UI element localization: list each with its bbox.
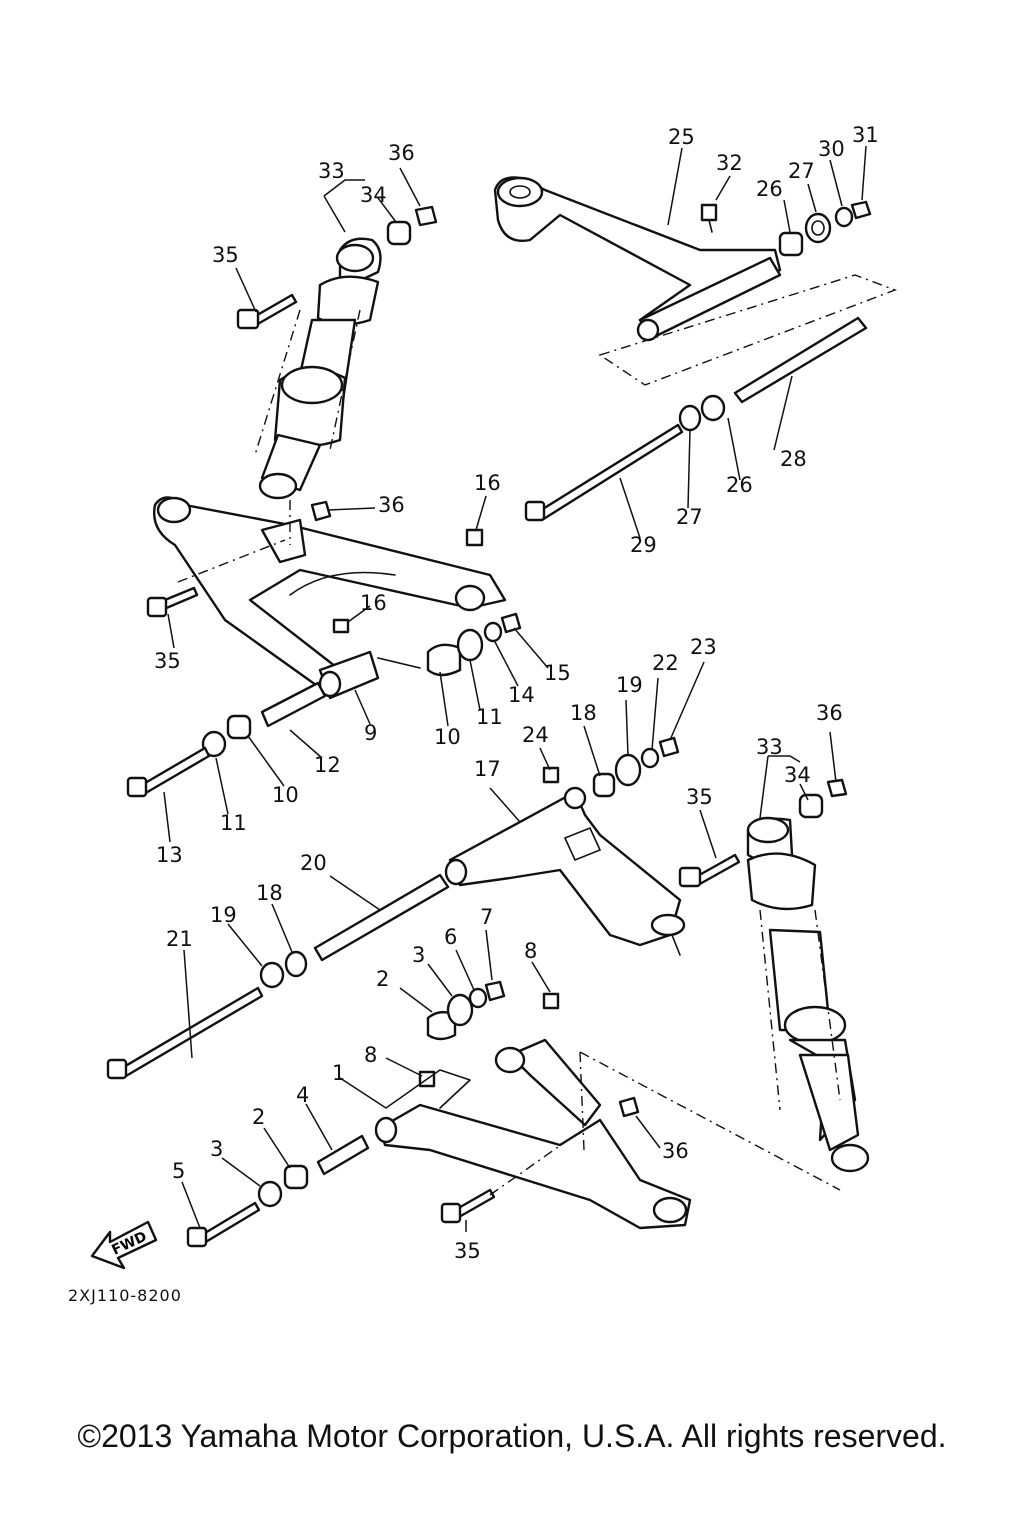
callout: 27 (676, 505, 703, 529)
callout: 4 (296, 1083, 309, 1107)
callout: 29 (630, 533, 657, 557)
callout: 27 (788, 159, 815, 183)
callout: 11 (220, 811, 247, 835)
callout: 28 (780, 447, 807, 471)
callout: 35 (154, 649, 181, 673)
callout: 33 (318, 159, 345, 183)
callout: 21 (166, 927, 193, 951)
upper-left-arm (126, 496, 522, 798)
callout: 25 (668, 125, 695, 149)
copyright-text: ©2013 Yamaha Motor Corporation, U.S.A. A… (77, 1418, 947, 1454)
callout: 3 (210, 1137, 223, 1161)
callout: 32 (716, 151, 743, 175)
callout: 18 (256, 881, 283, 905)
callout: 26 (756, 177, 783, 201)
callout: 23 (690, 635, 717, 659)
callout: 22 (652, 651, 679, 675)
callout: 20 (300, 851, 327, 875)
callout: 2 (252, 1105, 265, 1129)
callout: 14 (508, 683, 535, 707)
callout: 36 (388, 141, 415, 165)
upper-right-arm (493, 176, 897, 386)
callout: 35 (686, 785, 713, 809)
callout: 6 (444, 925, 457, 949)
leader-lines (163, 145, 867, 1232)
callout: 13 (156, 843, 183, 867)
callout: 16 (360, 591, 387, 615)
lower-right-arm (106, 736, 686, 1080)
callout: 36 (816, 701, 843, 725)
callout: 2 (376, 967, 389, 991)
callout: 16 (474, 471, 501, 495)
callout: 26 (726, 473, 753, 497)
callout: 5 (172, 1159, 185, 1183)
lower-right-shock (678, 778, 870, 1173)
callout: 34 (360, 183, 387, 207)
callout: 18 (570, 701, 597, 725)
diagram-code: 2XJ110-8200 (68, 1286, 182, 1305)
callout: 35 (212, 243, 239, 267)
callout: 19 (210, 903, 237, 927)
callout: 11 (476, 705, 503, 729)
upper-right-hardware (524, 200, 872, 522)
callout: 8 (524, 939, 537, 963)
callout: 33 (756, 735, 783, 759)
upper-left-shock (236, 205, 438, 500)
callout: 31 (852, 123, 879, 147)
callout: 36 (662, 1139, 689, 1163)
callout: 8 (364, 1043, 377, 1067)
lower-left-arm (186, 980, 841, 1248)
callout: 10 (272, 783, 299, 807)
callout: 10 (434, 725, 461, 749)
callout: 30 (818, 137, 845, 161)
callout: 35 (454, 1239, 481, 1263)
callout: 36 (378, 493, 405, 517)
callout: 19 (616, 673, 643, 697)
callout: 9 (364, 721, 377, 745)
callout: 15 (544, 661, 571, 685)
callouts: 25 32 26 27 30 31 36 33 34 35 28 26 27 2… (154, 123, 879, 1263)
callout: 24 (522, 723, 549, 747)
fwd-arrow-icon: FWD (90, 1220, 158, 1270)
suspension-exploded-diagram: FWD (90, 123, 897, 1270)
callout: 7 (480, 905, 493, 929)
callout: 1 (332, 1061, 345, 1085)
callout: 17 (474, 757, 501, 781)
callout: 12 (314, 753, 341, 777)
callout: 34 (784, 763, 811, 787)
callout: 3 (412, 943, 425, 967)
